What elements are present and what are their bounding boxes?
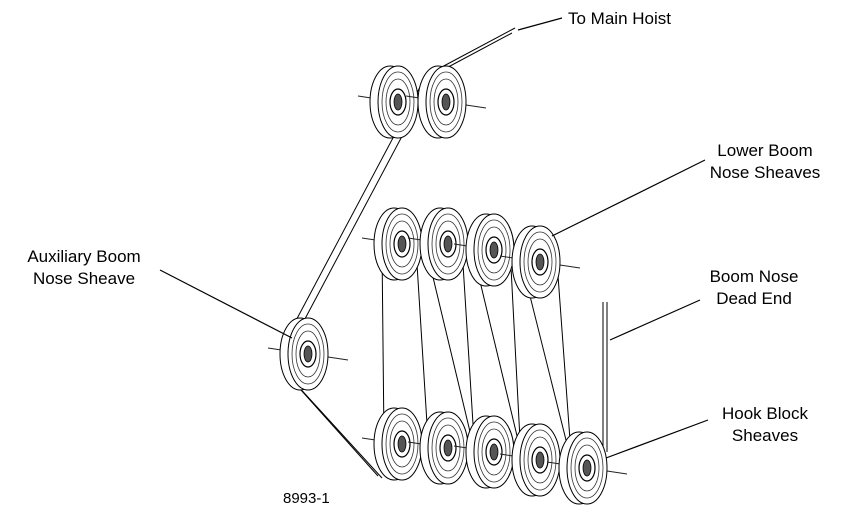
- label-boom-nose-dead-end: Boom Nose Dead End: [694, 266, 814, 310]
- label-line: Dead End: [716, 289, 792, 308]
- sheave-pulley: [407, 207, 489, 281]
- label-line: Lower Boom: [717, 141, 813, 160]
- sheave-pulley: [499, 423, 581, 497]
- leader-aux-boom: [159, 269, 293, 339]
- label-to-main-hoist: To Main Hoist: [568, 9, 671, 28]
- sheave-pulley: [361, 407, 443, 481]
- leader-lower-boom: [551, 159, 706, 237]
- sheave-pulley: [453, 415, 535, 489]
- leader-boom-nose: [609, 299, 701, 341]
- label-lower-boom-nose-sheaves: Lower Boom Nose Sheaves: [690, 140, 840, 184]
- label-line: Nose Sheaves: [709, 163, 821, 182]
- leader-hook-block: [605, 419, 709, 459]
- label-line: Auxiliary Boom: [27, 247, 141, 266]
- sheave-pulley: [357, 65, 439, 139]
- label-auxiliary-boom-nose-sheave: Auxiliary Boom Nose Sheave: [4, 246, 164, 290]
- label-line: Sheaves: [731, 426, 799, 445]
- sheave-pulley: [453, 213, 535, 287]
- sheave-pulley: [499, 225, 581, 299]
- label-line: Nose Sheave: [32, 269, 136, 288]
- sheave-group: [267, 65, 628, 505]
- sheave-pulley: [361, 207, 443, 281]
- figure-id: 8993-1: [283, 490, 330, 507]
- label-line: Hook Block: [722, 404, 808, 423]
- leader-to-main-hoist: [517, 17, 563, 31]
- sheave-pulley: [405, 65, 487, 139]
- label-hook-block-sheaves: Hook Block Sheaves: [700, 403, 830, 447]
- label-line: Boom Nose: [709, 267, 799, 286]
- sheave-pulley: [546, 431, 628, 505]
- sheave-pulley: [267, 317, 349, 391]
